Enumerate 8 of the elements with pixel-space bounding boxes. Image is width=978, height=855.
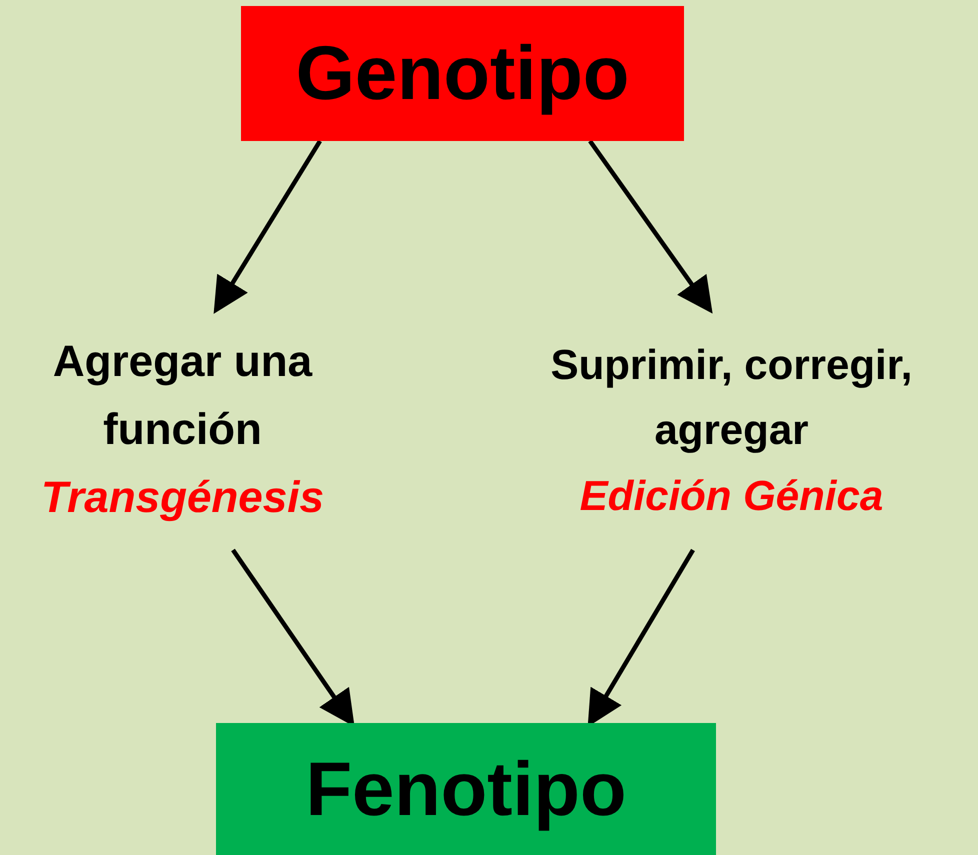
description-text: Suprimir, corregir, agregar bbox=[550, 340, 914, 456]
arrow bbox=[588, 140, 713, 314]
description-text: Agregar una función bbox=[52, 336, 314, 456]
term-box: Fenotipo bbox=[216, 723, 716, 855]
technique-term: Edición Génica bbox=[580, 470, 884, 521]
term-box: Genotipo bbox=[241, 6, 684, 141]
arrow bbox=[214, 140, 322, 314]
technique-term: Transgénesis bbox=[41, 472, 324, 524]
